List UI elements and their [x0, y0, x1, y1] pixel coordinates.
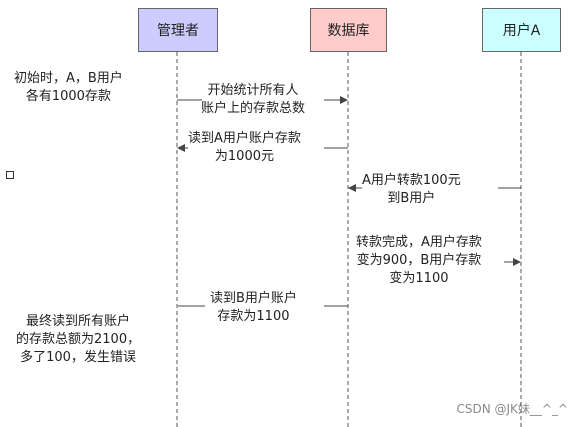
actor-userA-label: 用户A: [502, 23, 541, 39]
note-final-line: 最终读到所有账户: [26, 314, 131, 329]
message-m4-label: 转款完成，A用户存款 变为900，B用户存款 变为1100: [356, 234, 482, 288]
message-line: 为1000元: [214, 149, 274, 164]
message-line: 账户上的存款总数: [201, 101, 306, 116]
message-line: 变为1100: [389, 271, 449, 286]
watermark: CSDN @JK妹__^_^: [456, 402, 568, 416]
message-line: A用户转款100元: [362, 173, 461, 188]
actor-database: 数据库: [310, 8, 387, 52]
note-initial: 初始时，A，B用户 各有1000存款: [14, 70, 123, 106]
note-final: 最终读到所有账户 的存款总额为2100， 多了100，发生错误: [16, 313, 140, 367]
note-initial-line: 各有1000存款: [25, 89, 111, 104]
message-line: 变为900，B用户存款: [356, 253, 482, 268]
actor-userA: 用户A: [482, 8, 561, 52]
message-m3-label: A用户转款100元 到B用户: [362, 172, 461, 208]
message-m5-label: 读到B用户账户 存款为1100: [210, 290, 297, 326]
marker-square: [6, 171, 14, 179]
actor-database-label: 数据库: [327, 23, 370, 39]
note-final-line: 多了100，发生错误: [20, 350, 136, 365]
message-line: 转款完成，A用户存款: [356, 235, 482, 250]
note-final-line: 的存款总额为2100，: [16, 332, 141, 347]
message-line: 到B用户: [387, 191, 436, 206]
message-line: 读到A用户账户存款: [188, 131, 301, 146]
message-m1-label: 开始统计所有人 账户上的存款总数: [201, 82, 305, 118]
message-line: 存款为1100: [217, 309, 290, 324]
note-initial-line: 初始时，A，B用户: [14, 71, 123, 86]
message-m2-label: 读到A用户账户存款 为1000元: [188, 130, 301, 166]
message-line: 读到B用户账户: [210, 291, 297, 306]
message-line: 开始统计所有人: [207, 83, 299, 98]
actor-manager: 管理者: [138, 8, 218, 52]
actor-manager-label: 管理者: [157, 23, 199, 39]
